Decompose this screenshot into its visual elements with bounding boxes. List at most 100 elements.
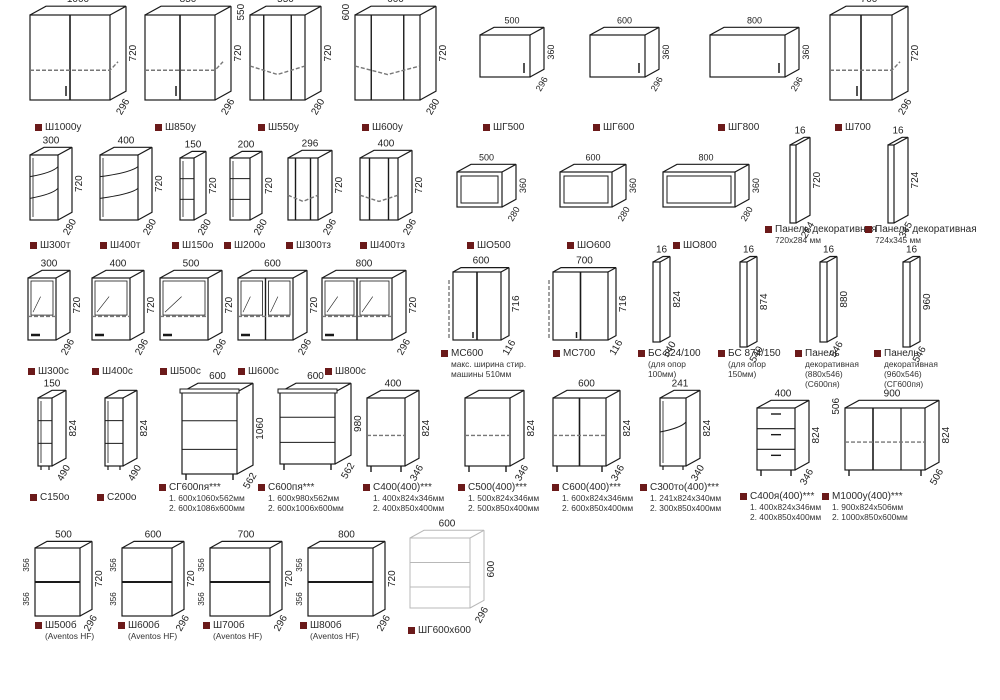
cabinet-spec-line: 2. 1000х850х600мм — [832, 512, 908, 522]
cabinet-name: Панель декоративная — [775, 224, 877, 235]
label-marker-icon — [467, 242, 474, 249]
depth-dimension: 296 — [473, 605, 491, 625]
width-dimension: 600 — [617, 15, 632, 25]
cabinet-name: С400я(400)*** — [750, 491, 815, 502]
cabinet-name: Ш800б — [310, 620, 342, 631]
cabinet-name: ШО800 — [683, 240, 717, 251]
width-dimension: 150 — [185, 139, 202, 150]
cabinet-outline — [366, 389, 420, 472]
height-dimension: 720 — [154, 175, 165, 192]
height-dimension: 960 — [922, 293, 933, 310]
cabinet-outline — [559, 163, 627, 208]
cabinet-name: С150о — [40, 492, 70, 503]
cabinet-spec-line: (960х546) — [884, 369, 922, 379]
width-dimension: 700 — [861, 0, 878, 5]
cabinet-label: БС 824/100 — [638, 348, 701, 359]
height-dimension: 720 — [309, 296, 320, 313]
width-dimension: 600 — [264, 258, 281, 269]
height-dimension: 720 — [233, 44, 244, 61]
upper-section-dimension: 356 — [295, 558, 304, 572]
cabinet-name: Ш500с — [170, 366, 201, 377]
label-marker-icon — [441, 350, 448, 357]
height-dimension: 720 — [910, 44, 921, 61]
width-dimension: 400 — [385, 378, 402, 389]
height-dimension: 360 — [751, 178, 761, 193]
cabinet-name: С200о — [107, 492, 137, 503]
width-dimension: 400 — [110, 258, 127, 269]
height-dimension: 720 — [128, 44, 139, 61]
label-marker-icon — [300, 622, 307, 629]
cabinet-outline — [844, 399, 940, 476]
cabinet-label: ШГ600х600 — [408, 625, 471, 636]
width-dimension: 296 — [302, 138, 319, 149]
cabinet-name: Панель декоративная — [875, 224, 977, 235]
width-dimension: 16 — [743, 245, 755, 256]
cabinet-outline — [589, 26, 660, 78]
cabinet-outline — [359, 149, 413, 221]
cabinet-spec-line: 2. 300х850х400мм — [650, 503, 722, 513]
cabinet-outline — [464, 389, 525, 472]
cabinet-label: Панель — [795, 348, 840, 359]
label-marker-icon — [458, 484, 465, 491]
cabinet-spec-line: декоративная — [805, 359, 859, 369]
cabinet-outline — [409, 529, 485, 609]
cabinet-spec-line: 150мм) — [728, 369, 757, 379]
label-marker-icon — [30, 242, 37, 249]
label-marker-icon — [224, 242, 231, 249]
cabinet-label: Ш600с — [238, 366, 279, 377]
cabinet-label: Ш1000у — [35, 122, 81, 133]
cabinet-spec-line: (Aventos HF) — [45, 631, 95, 641]
width-dimension: 500 — [504, 15, 519, 25]
cabinet-spec-line: 1. 600х824х346мм — [562, 493, 634, 503]
label-marker-icon — [286, 242, 293, 249]
cabinet-spec-line: 1. 600х1060х562мм — [169, 493, 245, 503]
cabinet-label: С300то(400)*** — [640, 482, 719, 493]
cabinet-name: Ш150о — [182, 240, 214, 251]
width-dimension: 241 — [672, 378, 689, 389]
height-dimension: 720 — [323, 44, 334, 61]
cabinet-outline — [249, 5, 322, 101]
width-dimension: 300 — [43, 135, 60, 146]
cabinet-outline — [29, 146, 73, 221]
cabinet-spec-line: 1. 900х824х506мм — [832, 502, 904, 512]
cabinet-name: Ш300тз — [296, 240, 332, 251]
second-width-dimension: 550 — [236, 3, 247, 20]
cabinet-outline — [277, 382, 352, 470]
cabinet-label: Ш200о — [224, 240, 265, 251]
cabinet-spec-line: 724х345 мм — [875, 235, 921, 245]
cabinet-name: Ш550у — [268, 122, 299, 133]
cabinet-outline — [229, 150, 263, 221]
cabinet-label: Ш500с — [160, 366, 201, 377]
cabinet-outline — [237, 269, 308, 341]
cabinet-spec-line: машины 510мм — [451, 369, 512, 379]
label-marker-icon — [30, 494, 37, 501]
width-dimension: 800 — [338, 529, 355, 540]
width-dimension: 16 — [906, 245, 918, 256]
height-dimension: 824 — [139, 419, 150, 436]
cabinet-outline — [209, 540, 283, 617]
width-dimension: 600 — [578, 378, 595, 389]
cabinet-outline — [159, 269, 223, 341]
cabinet-label: ШГ500 — [483, 122, 524, 133]
height-dimension: 720 — [812, 171, 823, 188]
cabinet-outline — [479, 26, 545, 78]
cabinet-name: Ш500б — [45, 620, 77, 631]
cabinet-outline — [456, 163, 517, 208]
cabinet-name: ШО500 — [477, 240, 511, 251]
label-marker-icon — [874, 350, 881, 357]
label-marker-icon — [155, 124, 162, 131]
cabinet-name: МС700 — [563, 348, 596, 359]
cabinet-name: Ш800с — [335, 366, 366, 377]
cabinet-spec-line: макс. ширина стир. — [451, 359, 527, 369]
